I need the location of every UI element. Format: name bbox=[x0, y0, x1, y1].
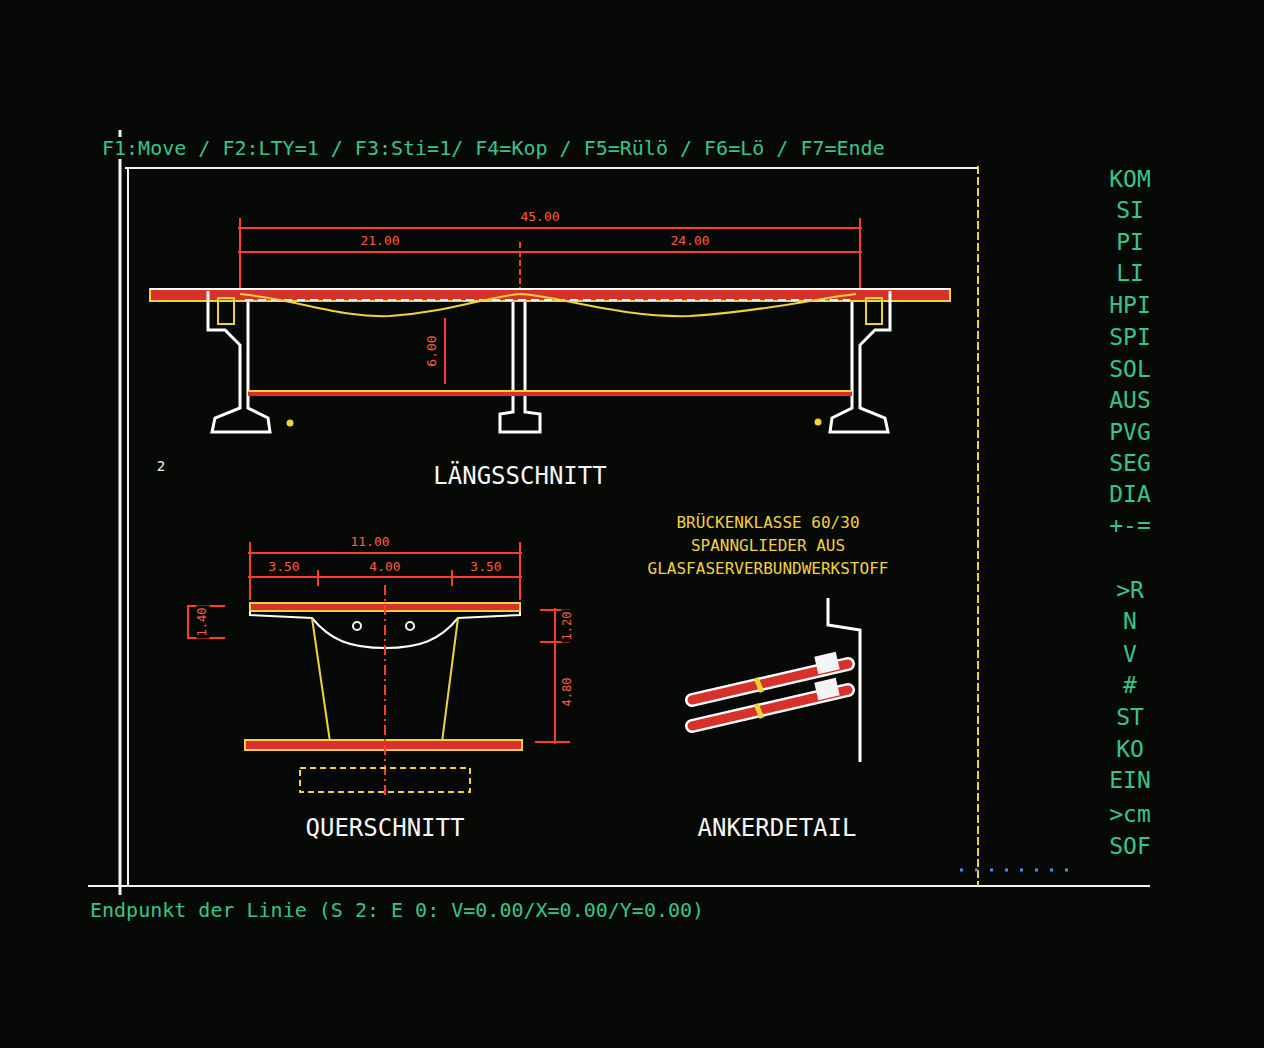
menu-item: HPI bbox=[1107, 293, 1153, 318]
abutment bbox=[830, 291, 890, 432]
supports bbox=[208, 291, 890, 432]
center-line bbox=[384, 585, 386, 798]
anchor-tendons bbox=[692, 652, 848, 726]
web bbox=[312, 618, 330, 742]
sheet-number: 2 bbox=[155, 459, 167, 474]
deck-edge bbox=[150, 288, 950, 290]
ground-line bbox=[248, 390, 852, 392]
anchor-head bbox=[814, 652, 839, 674]
sheet-border bbox=[977, 166, 979, 886]
dimension-line bbox=[248, 576, 522, 578]
dimension-value: 1.20 bbox=[561, 610, 574, 643]
menu-item: V bbox=[1121, 642, 1139, 667]
menu-item: SI bbox=[1114, 198, 1146, 223]
dimension-line bbox=[554, 608, 556, 744]
collar bbox=[756, 678, 762, 692]
bearing bbox=[866, 298, 882, 324]
dimension-tick bbox=[317, 570, 319, 586]
ground-line bbox=[248, 390, 852, 396]
dimension-tick bbox=[451, 570, 453, 586]
anchor-head bbox=[814, 678, 839, 700]
view-title: ANKERDETAIL bbox=[696, 815, 859, 841]
dimension-value: 6.00 bbox=[425, 333, 439, 368]
grid-dots bbox=[960, 869, 1078, 872]
dimension-tick bbox=[249, 542, 251, 600]
frame-line bbox=[127, 168, 129, 886]
abutment bbox=[208, 291, 270, 432]
dimension-tick bbox=[519, 542, 521, 600]
dimension-bracket bbox=[188, 606, 225, 638]
pier bbox=[500, 302, 540, 432]
dimension-value: 11.00 bbox=[348, 535, 391, 549]
frame-line bbox=[88, 885, 1150, 887]
menu-item: SOF bbox=[1107, 834, 1153, 859]
view-title: LÄNGSSCHNITT bbox=[431, 463, 608, 489]
dimension-value: 4.00 bbox=[367, 560, 402, 574]
menu-item: SPI bbox=[1107, 325, 1153, 350]
collar bbox=[756, 704, 762, 718]
dimension-value: 3.50 bbox=[468, 560, 503, 574]
duct-symbol bbox=[406, 622, 414, 630]
menu-item: >cm bbox=[1107, 802, 1153, 827]
duct-symbol bbox=[353, 622, 361, 630]
dimension-value: 21.00 bbox=[358, 234, 401, 248]
menu-item: KOM bbox=[1107, 167, 1153, 192]
menu-item: # bbox=[1121, 673, 1139, 698]
menu-item: PI bbox=[1114, 230, 1146, 255]
dimension-line bbox=[444, 318, 446, 384]
dimension-lines bbox=[188, 542, 570, 744]
dimension-value: 3.50 bbox=[266, 560, 301, 574]
marker-dot bbox=[815, 419, 822, 426]
menu-item: N bbox=[1121, 609, 1139, 634]
menu-item: PVG bbox=[1107, 420, 1153, 445]
tendon-profile bbox=[240, 294, 856, 316]
frame-line bbox=[119, 130, 122, 895]
frame-line bbox=[125, 167, 978, 169]
dimension-line bbox=[238, 227, 862, 229]
dimension-tick bbox=[535, 741, 570, 743]
dimension-tick bbox=[239, 218, 241, 290]
dimension-value: 1.40 bbox=[196, 606, 209, 639]
dimension-tick bbox=[859, 218, 861, 290]
dimension-line bbox=[248, 552, 522, 554]
menu-item: >R bbox=[1114, 578, 1146, 603]
menu-item: AUS bbox=[1107, 388, 1153, 413]
marker-dot bbox=[287, 420, 294, 427]
function-key-bar: F1:Move / F2:LTY=1 / F3:Sti=1/ F4=Kop / … bbox=[100, 137, 887, 159]
menu-item: SEG bbox=[1107, 451, 1153, 476]
menu-item: LI bbox=[1114, 261, 1146, 286]
dimension-value: 45.00 bbox=[518, 210, 561, 224]
dimension-value: 4.80 bbox=[561, 676, 574, 709]
web bbox=[442, 618, 458, 742]
menu-item: KO bbox=[1114, 737, 1146, 762]
view-title: QUERSCHNITT bbox=[304, 815, 467, 841]
status-line: Endpunkt der Linie (S 2: E 0: V=0.00/X=0… bbox=[88, 899, 706, 921]
menu-item: EIN bbox=[1107, 768, 1153, 793]
dimension-line bbox=[238, 251, 862, 253]
menu-item: ST bbox=[1114, 705, 1146, 730]
design-note: BRÜCKENKLASSE 60/30 SPANNGLIEDER AUS GLA… bbox=[626, 511, 910, 581]
menu-item: SOL bbox=[1107, 357, 1153, 382]
menu-item: +-= bbox=[1107, 513, 1153, 538]
menu-item: DIA bbox=[1107, 482, 1153, 507]
dimension-tick bbox=[519, 242, 521, 290]
foundation-outline bbox=[300, 768, 470, 792]
bottom-slab bbox=[245, 740, 522, 750]
dimension-value: 24.00 bbox=[668, 234, 711, 248]
deck-soffit bbox=[245, 299, 850, 301]
bearing bbox=[218, 298, 234, 324]
